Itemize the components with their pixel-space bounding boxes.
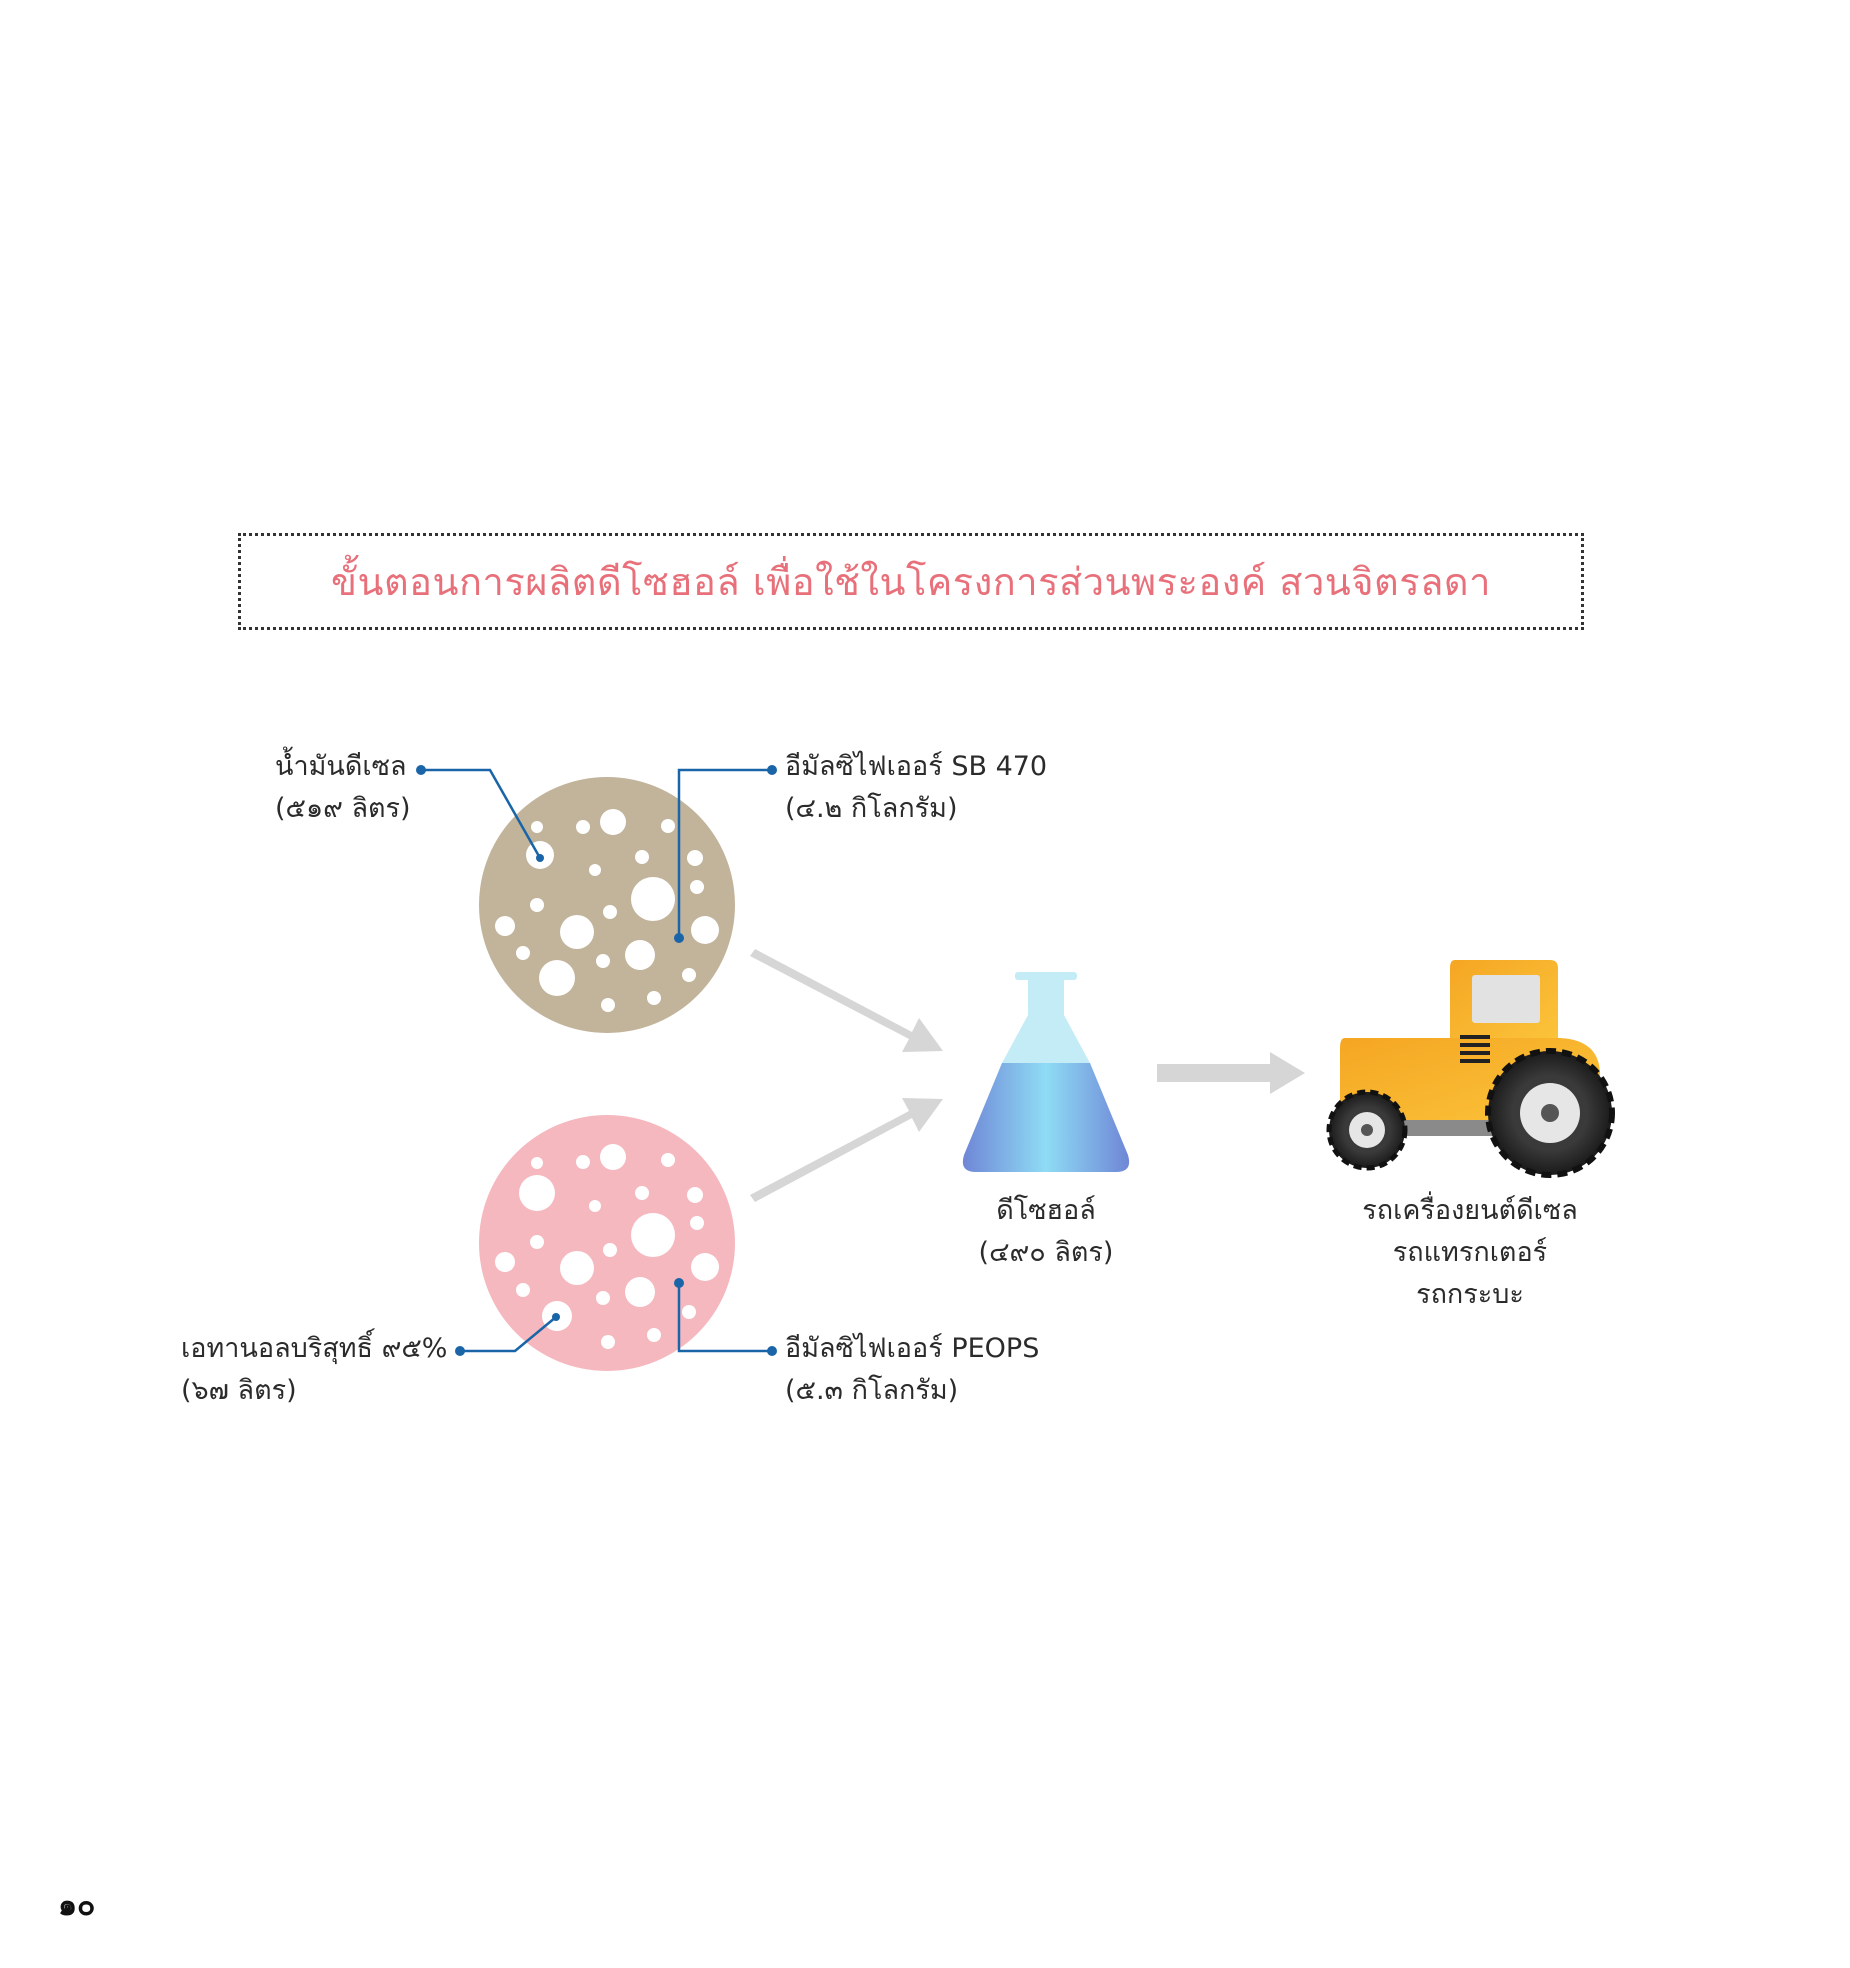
- label-diesel-name: น้ำมันดีเซล: [275, 751, 407, 782]
- callout-dot: [416, 765, 426, 775]
- title-box: ขั้นตอนการผลิตดีโซฮอล์ เพื่อใช้ในโครงการ…: [238, 533, 1584, 630]
- label-ethanol: เอทานอลบริสุทธิ์ ๙๕% (๖๗ ลิตร): [181, 1328, 447, 1412]
- label-product: ดีโซฮอล์ (๔๙๐ ลิตร): [940, 1190, 1152, 1274]
- label-ethanol-amount: (๖๗ ลิตร): [181, 1375, 297, 1406]
- label-product-name: ดีโซฮอล์: [996, 1195, 1096, 1226]
- page-number: ๑๐: [58, 1888, 96, 1923]
- callout-line-peops: [677, 1283, 772, 1353]
- page-title: ขั้นตอนการผลิตดีโซฮอล์ เพื่อใช้ในโครงการ…: [331, 560, 1491, 604]
- callout-line-ethanol: [460, 1316, 557, 1353]
- usage-item: รถเครื่องยนต์ดีเซล: [1362, 1195, 1578, 1226]
- callout-line-diesel: [421, 768, 542, 859]
- callout-dot: [767, 765, 777, 775]
- usage-item: รถแทรกเตอร์: [1392, 1237, 1548, 1268]
- callout-dot: [455, 1346, 465, 1356]
- label-sb470: อีมัลซิไฟเออร์ SB 470 (๔.๒ กิโลกรัม): [785, 746, 1047, 830]
- tractor-icon: [1326, 960, 1615, 1178]
- label-peops-name: อีมัลซิไฟเออร์ PEOPS: [785, 1333, 1040, 1364]
- ethanol-blend-circle-icon: [479, 1115, 735, 1371]
- label-diesel: น้ำมันดีเซล (๕๑๙ ลิตร): [275, 746, 411, 830]
- callout-dot: [674, 1278, 684, 1288]
- label-diesel-amount: (๕๑๙ ลิตร): [275, 793, 411, 824]
- label-ethanol-name: เอทานอลบริสุทธิ์ ๙๕%: [181, 1333, 448, 1364]
- label-usage: รถเครื่องยนต์ดีเซล รถแทรกเตอร์ รถกระบะ: [1340, 1190, 1600, 1316]
- flask-icon: [962, 972, 1130, 1172]
- callout-dot: [767, 1346, 777, 1356]
- label-product-amount: (๔๙๐ ลิตร): [978, 1237, 1114, 1268]
- usage-item: รถกระบะ: [1416, 1279, 1524, 1310]
- callout-line-sb470: [677, 768, 772, 938]
- label-peops: อีมัลซิไฟเออร์ PEOPS (๕.๓ กิโลกรัม): [785, 1328, 1039, 1412]
- label-sb470-amount: (๔.๒ กิโลกรัม): [785, 793, 958, 824]
- label-sb470-name: อีมัลซิไฟเออร์ SB 470: [785, 751, 1048, 782]
- label-peops-amount: (๕.๓ กิโลกรัม): [785, 1375, 959, 1406]
- callout-dot: [674, 933, 684, 943]
- diesel-blend-circle-icon: [479, 777, 735, 1033]
- arrow-icon: [750, 949, 1305, 1202]
